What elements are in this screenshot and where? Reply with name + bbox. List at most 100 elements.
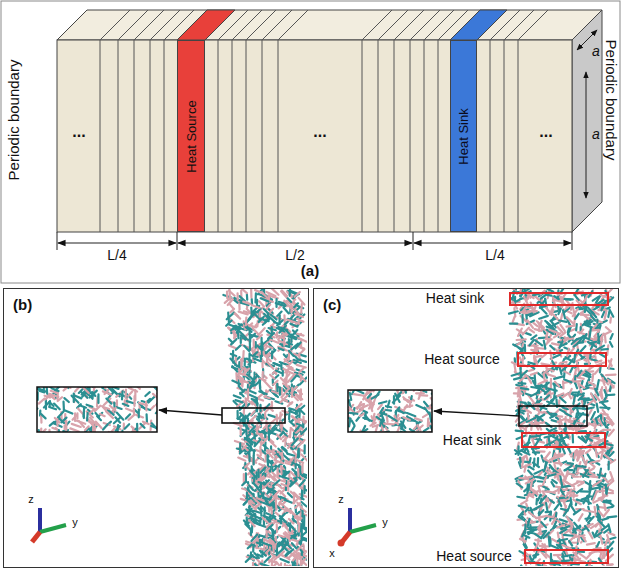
bond-stick [249,342,251,350]
bond-stick [236,293,238,300]
bond-stick [271,340,279,343]
bond-stick [257,345,261,349]
slab-top [177,10,235,40]
bond-stick [287,566,292,567]
bond-stick [530,330,534,333]
bond-stick [280,491,285,496]
bond-stick [546,554,550,558]
bond-stick [259,447,262,456]
bond-stick [283,400,288,402]
bond-stick [262,542,271,545]
bond-stick [270,375,274,379]
bond-stick [259,311,261,318]
bond-stick [579,346,585,353]
bond-stick [257,335,262,339]
bond-stick [285,385,289,389]
bond-stick [269,415,275,417]
slab-line [232,10,262,232]
bond-stick [264,309,269,314]
bond-stick [292,438,298,445]
bond-stick [284,374,290,380]
bond-stick [244,447,248,451]
bond-stick [600,401,608,402]
slab-line [504,10,534,232]
bond-stick [290,335,292,342]
bond-stick [236,345,241,349]
bond-stick [260,319,269,322]
bond-stick [526,394,531,396]
bond-stick [300,304,303,313]
bond-stick [590,342,597,343]
bond-stick [550,428,556,431]
bond-stick [242,482,246,486]
bond-stick [577,363,579,372]
bond-stick [257,470,259,477]
bond-stick [253,450,256,455]
bond-stick [276,384,279,392]
crystal-column [223,289,307,566]
bond-stick [267,450,274,453]
bond-stick [229,345,237,348]
bond-stick [580,313,588,316]
bond-stick [271,289,278,295]
bond-stick [246,541,251,543]
bond-stick [234,395,241,398]
bond-stick [252,328,258,335]
bond-stick [609,318,612,323]
bond-stick [560,398,566,403]
bond-stick [290,509,296,516]
bond-stick [294,322,299,324]
bond-stick [517,497,524,498]
bond-stick [275,500,278,510]
slab-line [518,10,548,232]
bond-stick [283,307,288,313]
bond-stick [261,342,264,350]
bond-stick [264,442,267,450]
bond-stick [547,402,554,404]
bond-stick [591,374,594,381]
bond-stick [253,352,258,356]
bond-stick [295,565,300,566]
bond-stick [284,437,287,446]
bond-stick [578,552,585,557]
bond-stick [301,455,307,461]
bond-stick [236,327,238,333]
bond-stick [236,411,238,419]
bond-stick [267,455,269,463]
bond-stick [252,399,257,401]
bond-stick [590,473,595,475]
bond-stick [245,463,249,467]
bond-stick [289,429,292,437]
bond-stick [271,461,278,468]
bond-stick [293,554,302,557]
bond-stick [294,303,298,307]
bond-stick [289,421,294,425]
bond-stick [542,354,546,357]
bond-stick [270,538,275,543]
bond-stick [597,300,604,305]
bond-stick [260,551,266,556]
bond-stick [239,443,241,452]
bond-stick [285,357,289,362]
bond-stick [252,305,260,308]
bond-stick [231,326,236,331]
bond-stick [277,432,283,439]
bond-stick [244,346,249,351]
bond-stick [230,309,234,312]
bond-stick [604,504,605,510]
slab-line [262,10,292,232]
bond-stick [568,421,573,424]
bond-stick [246,294,249,299]
bond-stick [276,524,279,532]
bond-stick [281,484,286,486]
bond-stick [264,381,270,388]
bond-stick [551,482,554,486]
bond-stick [610,452,614,456]
bond-stick [569,541,572,546]
bond-stick [239,426,241,435]
bond-stick [246,555,253,562]
bond-stick [301,464,303,473]
bond-stick [272,546,275,552]
bond-stick [265,531,267,537]
